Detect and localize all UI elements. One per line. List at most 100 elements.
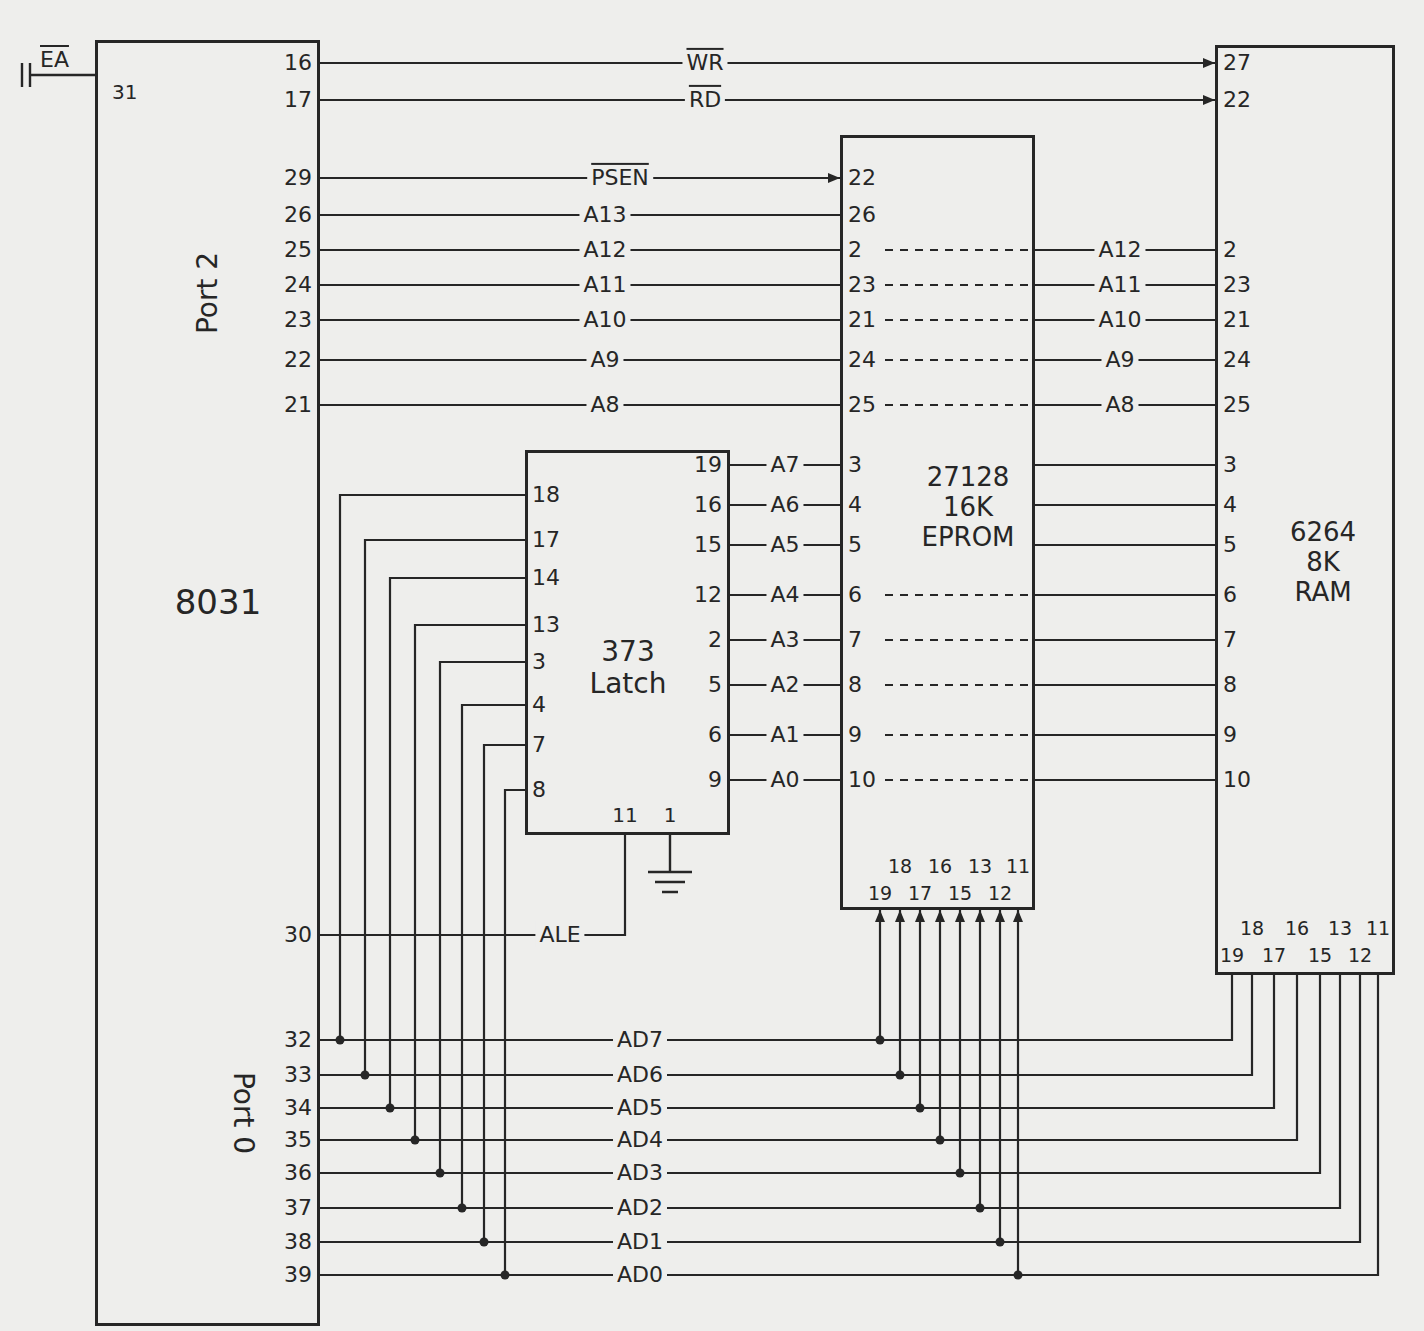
arrowhead bbox=[895, 910, 905, 922]
arrowhead bbox=[828, 173, 840, 183]
signal-wire bbox=[1035, 465, 1215, 466]
wire-line bbox=[320, 975, 1252, 1075]
signal-wire bbox=[320, 95, 1215, 105]
junction-dot bbox=[480, 1238, 489, 1247]
wire-line bbox=[1035, 504, 1215, 506]
signal-wire bbox=[320, 975, 1297, 1140]
wire-line bbox=[320, 578, 525, 1108]
chip-name: 6264 8K RAM bbox=[1283, 518, 1363, 608]
pin-number: 17 bbox=[908, 884, 932, 903]
signal-name: AD2 bbox=[613, 1195, 667, 1221]
signal-wire bbox=[320, 790, 525, 1275]
pin-number: 24 bbox=[284, 274, 312, 296]
pin-number: 24 bbox=[1223, 349, 1251, 371]
pin-number: 16 bbox=[284, 52, 312, 74]
signal-wire bbox=[320, 910, 905, 1075]
signal-wire bbox=[1035, 735, 1215, 736]
pin-number: 10 bbox=[1223, 769, 1251, 791]
pin-number: 23 bbox=[1223, 274, 1251, 296]
arrowhead bbox=[995, 910, 1005, 922]
signal-wire bbox=[1035, 505, 1215, 506]
junction-dot bbox=[386, 1104, 395, 1113]
pin-number: 11 bbox=[612, 805, 637, 825]
port-label: Port 0 bbox=[227, 1072, 259, 1154]
wire-line bbox=[320, 62, 1215, 64]
pin-number: 32 bbox=[284, 1029, 312, 1051]
signal-name: RD bbox=[685, 87, 725, 113]
signal-wire bbox=[320, 975, 1320, 1173]
pin-number: 38 bbox=[284, 1231, 312, 1253]
wire-line bbox=[320, 705, 525, 1208]
pin-number: 2 bbox=[708, 629, 722, 651]
wire-line bbox=[320, 975, 1320, 1173]
signal-wire bbox=[320, 975, 1378, 1275]
pin-number: 9 bbox=[1223, 724, 1237, 746]
signal-wire bbox=[320, 360, 840, 361]
signal-name: A10 bbox=[579, 307, 630, 333]
pin-number: 6 bbox=[708, 724, 722, 746]
signal-wire bbox=[320, 910, 925, 1108]
arrowhead bbox=[955, 910, 965, 922]
signal-name: A1 bbox=[766, 722, 803, 748]
pin-number: 19 bbox=[694, 454, 722, 476]
signal-wire bbox=[320, 910, 985, 1208]
wire-line bbox=[320, 975, 1378, 1275]
pin-number: 12 bbox=[1348, 946, 1372, 965]
ram-chip: 6264 8K RAM bbox=[1215, 45, 1395, 975]
wire-line bbox=[320, 910, 920, 1108]
wire-line bbox=[320, 910, 1018, 1275]
pin-number: 29 bbox=[284, 167, 312, 189]
pin-number: 33 bbox=[284, 1064, 312, 1086]
pin-number: 17 bbox=[532, 529, 560, 551]
signal-name: A8 bbox=[586, 392, 623, 418]
pin-number: 22 bbox=[284, 349, 312, 371]
port-label: Port 2 bbox=[192, 252, 224, 334]
signal-name: A9 bbox=[1101, 347, 1138, 373]
pin-number: 17 bbox=[284, 89, 312, 111]
signal-wire bbox=[320, 58, 1215, 68]
signal-wire bbox=[320, 540, 525, 1075]
signal-wire bbox=[320, 745, 525, 1242]
pin-number: 7 bbox=[848, 629, 862, 651]
pin-number: 16 bbox=[1285, 919, 1309, 938]
signal-name: A7 bbox=[766, 452, 803, 478]
junction-dot bbox=[956, 1169, 965, 1178]
pin-number: 25 bbox=[1223, 394, 1251, 416]
signal-wire bbox=[320, 975, 1274, 1108]
signal-wire bbox=[320, 975, 1252, 1075]
pin-number: 10 bbox=[848, 769, 876, 791]
wire-line bbox=[320, 790, 525, 1275]
wire-line bbox=[320, 662, 525, 1173]
pin-number: 25 bbox=[284, 239, 312, 261]
chip-name: 8031 bbox=[158, 583, 278, 622]
pin-number: 11 bbox=[1006, 857, 1030, 876]
signal-wire bbox=[1035, 780, 1215, 781]
junction-dot bbox=[876, 1036, 885, 1045]
pin-number: 6 bbox=[1223, 584, 1237, 606]
pin-number: 4 bbox=[532, 694, 546, 716]
pin-number: 18 bbox=[1240, 919, 1264, 938]
signal-name: A11 bbox=[1094, 272, 1145, 298]
junction-dots bbox=[336, 1036, 1023, 1280]
signal-wire bbox=[320, 495, 525, 1040]
arrowhead bbox=[1203, 58, 1215, 68]
wire-line bbox=[320, 177, 840, 179]
signal-name: A8 bbox=[1101, 392, 1138, 418]
pin-number: 36 bbox=[284, 1162, 312, 1184]
pin-number: 26 bbox=[284, 204, 312, 226]
pin-number: 5 bbox=[1223, 534, 1237, 556]
pin-number: 25 bbox=[848, 394, 876, 416]
pin-number: 13 bbox=[532, 614, 560, 636]
arrowhead bbox=[1203, 95, 1215, 105]
pin-number: 2 bbox=[848, 239, 862, 261]
signal-name: A6 bbox=[766, 492, 803, 518]
signal-wire bbox=[1035, 685, 1215, 686]
signal-name: AD6 bbox=[613, 1062, 667, 1088]
pin-number: 8 bbox=[1223, 674, 1237, 696]
pin-number: 39 bbox=[284, 1264, 312, 1286]
pin-number: 31 bbox=[112, 82, 137, 102]
signal-name: AD5 bbox=[613, 1095, 667, 1121]
